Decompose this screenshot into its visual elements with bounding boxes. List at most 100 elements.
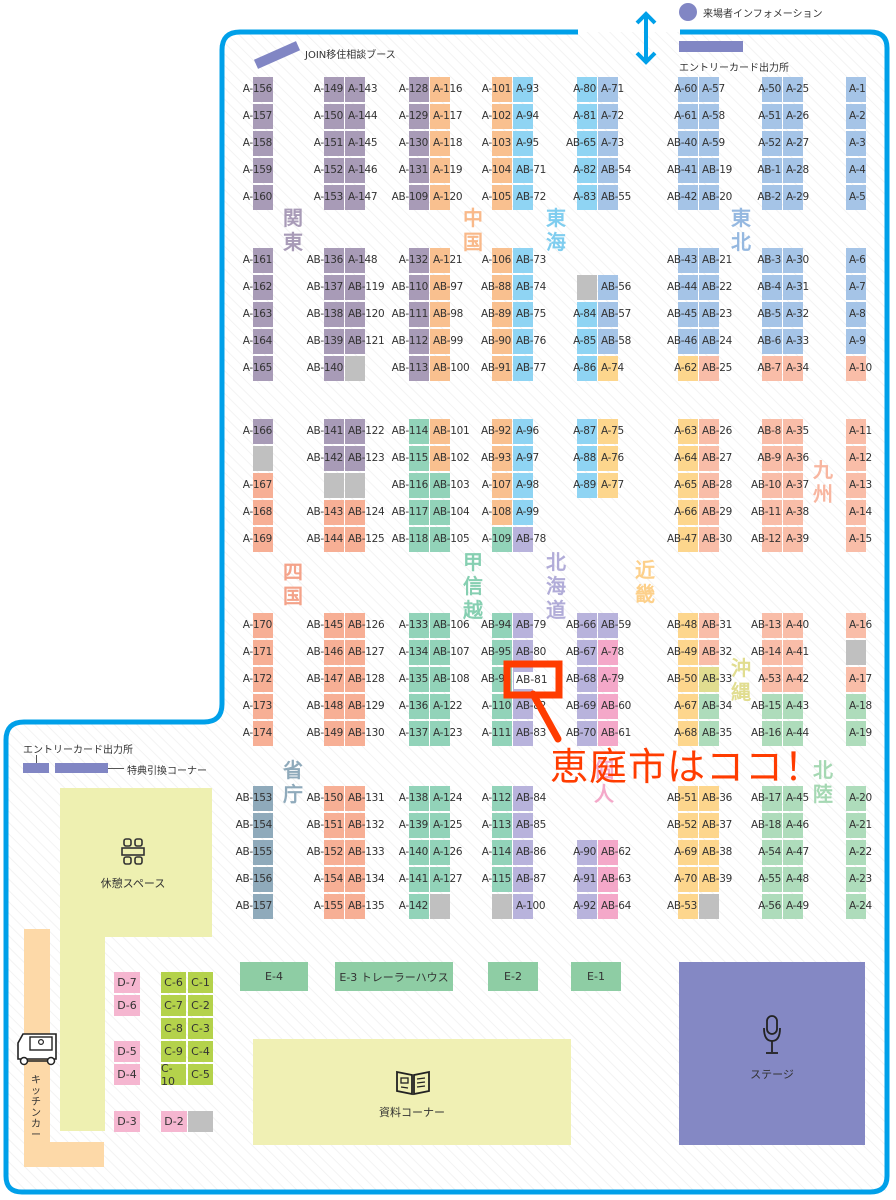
booth-label: A-84 [573,308,596,320]
booth-a-142: A-142 [399,894,429,919]
booth-label: A-63 [674,425,697,437]
booth-unassigned [577,275,597,300]
booth-a-65: A-65 [674,473,698,498]
booth-label: AB-79 [516,619,547,631]
booth-ab-69: AB-69 [566,694,597,719]
booth-ab-36: AB-36 [699,786,732,811]
booth-label: A-14 [849,506,872,518]
materials-corner-label: 資料コーナー [379,1106,445,1119]
booth-ab-8: AB-8 [757,419,782,444]
booth-label: A-162 [242,281,273,293]
booth-label: A-160 [242,191,273,203]
booth-label: AB-109 [391,191,429,203]
booth-label: AB-99 [433,335,464,347]
booth-ab-107: AB-107 [430,640,470,665]
booth-label: A-126 [433,846,463,858]
booth-label: AB-74 [516,281,547,293]
food-truck-icon [17,1033,57,1066]
booth-label: A-38 [786,506,809,518]
region-label: 北陸 [813,758,833,806]
booth-label: AB-143 [306,506,344,518]
booth-label: AB-126 [348,619,385,631]
booth-label: A-169 [242,533,273,545]
booth-d-3: D-3 [114,1111,140,1132]
booth-ab-53: AB-53 [667,894,698,919]
booth-ab-151: AB-151 [307,813,344,838]
booth-a-47: A-47 [783,840,809,865]
booth-label: A-142 [398,900,429,912]
booth-label: A-31 [786,281,809,293]
booth-label: A-56 [758,900,781,912]
booth-a-69: A-69 [674,840,698,865]
booth-label: A-42 [786,673,809,685]
booth-ab-19: AB-19 [699,158,732,183]
booth-label: A-117 [433,110,463,122]
booth-label: AB-115 [391,452,429,464]
booth-a-87: A-87 [573,419,597,444]
booth-label: A-143 [348,83,378,95]
booth-label: A-88 [573,452,596,464]
booth-a-81: A-81 [573,104,597,129]
booth-a-38: A-38 [783,500,809,525]
booth-label: AB-21 [702,254,733,266]
booth-label: A-132 [398,254,429,266]
booth-a-32: A-32 [783,302,809,327]
booth-a-163: A-163 [243,302,273,327]
booth-label: AB-116 [391,479,429,491]
booth-a-165: A-165 [243,356,273,381]
booth-a-116: A-116 [430,77,463,102]
booth-label: AB-153 [235,792,273,804]
booth-ab-94: AB-94 [481,613,512,638]
booth-ab-146: AB-146 [307,640,344,665]
booth-label: AB-100 [433,362,470,374]
booth-ab-6: AB-6 [757,329,782,354]
booth-ab-109: AB-109 [392,185,429,210]
booth-a-16: A-16 [846,613,872,638]
booth-a-144: A-144 [345,104,378,129]
booth-label: A-20 [849,792,872,804]
booth-label: AB-121 [348,335,385,347]
booth-label: AB-5 [757,308,781,320]
booth-ab-77: AB-77 [513,356,546,381]
booth-a-11: A-11 [846,419,872,444]
booth-label: A-128 [398,83,429,95]
booth-label: AB-12 [750,533,781,545]
booth-label: A-29 [786,191,809,203]
booth-a-7: A-7 [846,275,866,300]
booth-label: AB-33 [702,673,733,685]
booth-label: A-81 [573,110,596,122]
booth-a-103: A-103 [482,131,512,156]
booth-ab-128: AB-128 [345,667,385,692]
booth-a-12: A-12 [846,446,872,471]
info-marker-icon [679,3,697,21]
booth-label: A-64 [674,452,697,464]
booth-a-61: A-61 [674,104,698,129]
booth-d-6: D-6 [114,995,140,1016]
booth-label: A-168 [242,506,273,518]
booth-label: A-59 [702,137,725,149]
booth-unassigned [699,894,719,919]
booth-a-115: A-115 [482,867,512,892]
booth-ab-104: AB-104 [430,500,470,525]
booth-a-29: A-29 [783,185,809,210]
booth-a-99: A-99 [513,500,539,525]
booth-a-92: A-92 [573,894,597,919]
booth-ab-138: AB-138 [307,302,344,327]
booth-a-23: A-23 [846,867,872,892]
booth-a-145: A-145 [345,131,378,156]
booth-label: A-144 [348,110,378,122]
booth-label: A-49 [786,900,809,912]
booth-a-158: A-158 [243,131,273,156]
booth-label: A-78 [601,646,624,658]
booth-ab-144: AB-144 [307,527,344,552]
booth-a-128: A-128 [399,77,429,102]
booth-label: AB-28 [702,479,733,491]
booth-label: AB-156 [235,873,273,885]
booth-a-86: A-86 [573,356,597,381]
booth-label: AB-63 [601,873,632,885]
booth-label: AB-155 [235,846,273,858]
booth-ab-72: AB-72 [513,185,546,210]
booth-a-90: A-90 [573,840,597,865]
booth-label: AB-57 [601,308,632,320]
booth-label: A-55 [758,873,781,885]
